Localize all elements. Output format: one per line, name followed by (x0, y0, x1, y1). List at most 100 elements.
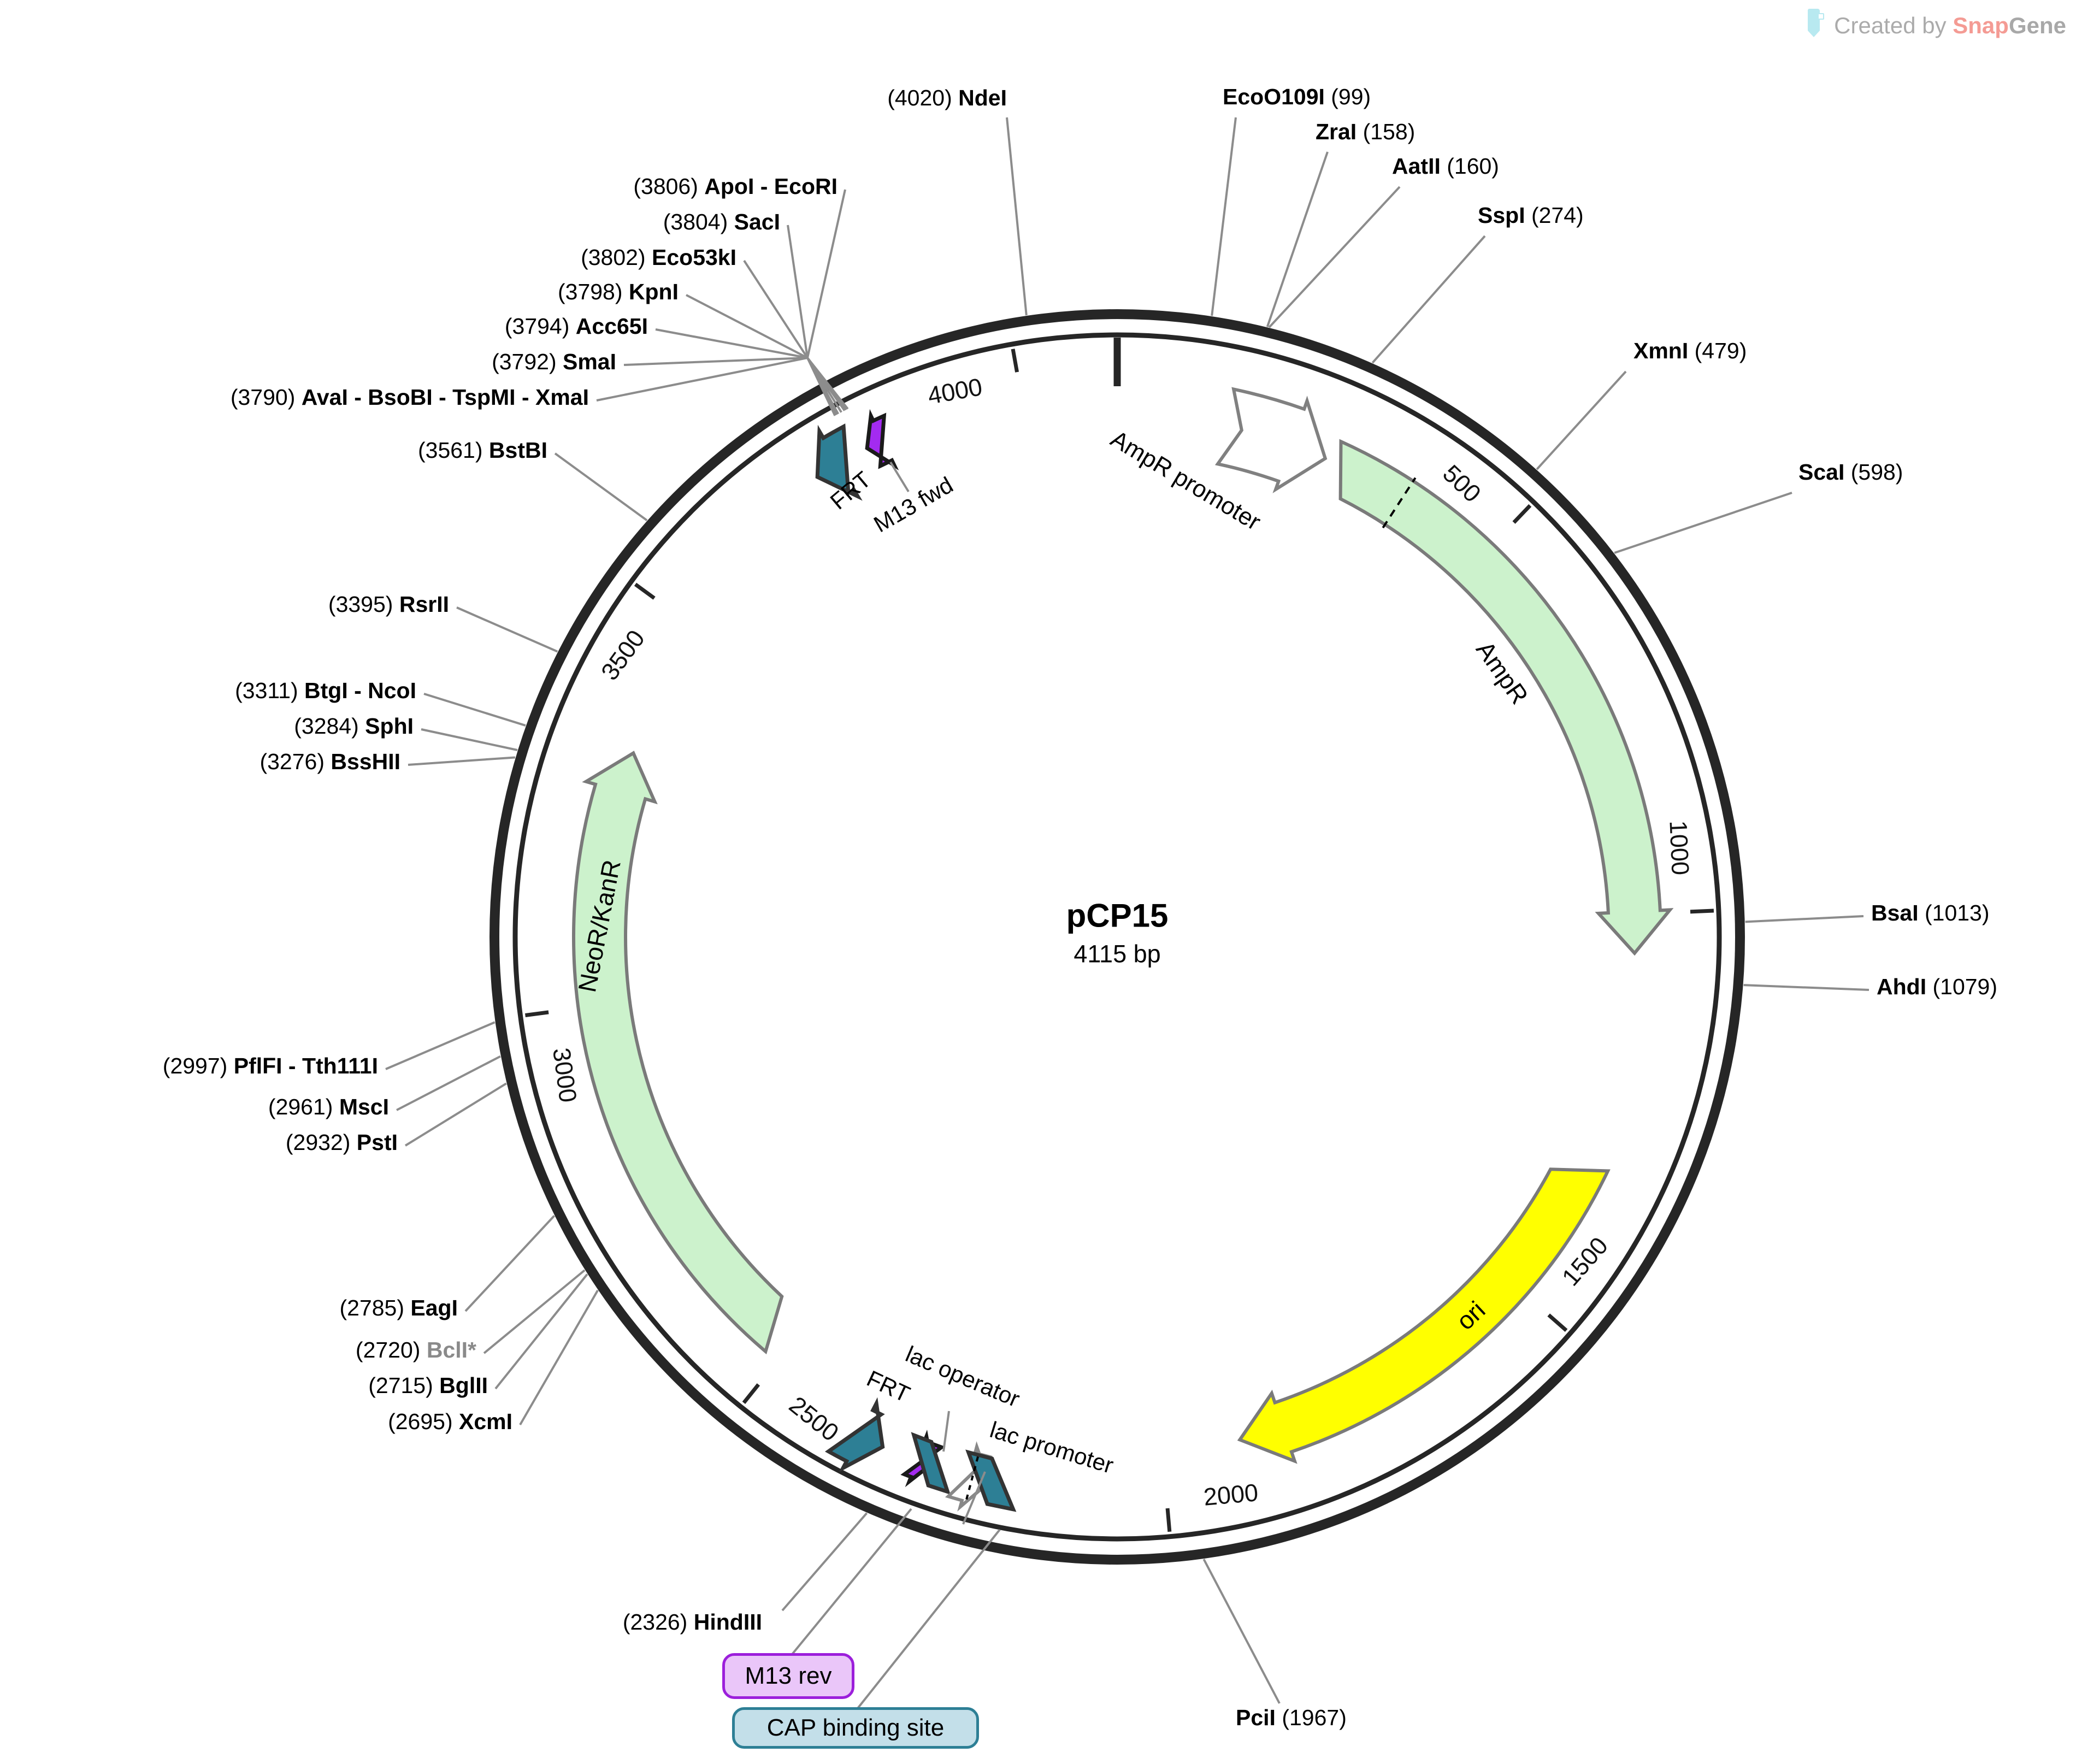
tick-label-3000: 3000 (547, 1046, 582, 1104)
m13-rev-badge: M13 rev (722, 1653, 854, 1699)
site-label-smai: (3792) SmaI (492, 351, 616, 373)
site-position: (3806) (633, 174, 705, 199)
site-position: (1079) (1926, 974, 1998, 999)
site-label-sspi: SspI (274) (1478, 204, 1584, 227)
site-name: AatII (1392, 154, 1441, 179)
feature-m13-fwd (865, 409, 899, 471)
leader-cross-3806 (806, 357, 849, 410)
site-position: (1013) (1918, 900, 1990, 925)
site-name: HindIII (693, 1609, 762, 1635)
feature-ampr-promoter (1214, 387, 1328, 493)
site-label-bcli-: (2720) BclI* (356, 1339, 476, 1361)
tick-label-1000: 1000 (1664, 819, 1695, 876)
site-name: SacI (734, 209, 780, 234)
site-label-eagi: (2785) EagI (339, 1297, 458, 1319)
m13-rev-badge-leader (791, 1508, 912, 1655)
leader-2785 (464, 1215, 555, 1312)
site-position: (1967) (1275, 1705, 1347, 1730)
site-name: BglII (439, 1373, 488, 1398)
plasmid-backbone-inner-ring (512, 332, 1722, 1542)
leader-158 (1266, 151, 1329, 327)
tick-2500 (742, 1383, 760, 1405)
site-position: (3804) (663, 209, 734, 234)
site-name: SmaI (563, 349, 616, 374)
site-position: (3792) (492, 349, 563, 374)
site-label-psti: (2932) PstI (286, 1131, 398, 1154)
leader-2326 (781, 1512, 868, 1612)
site-name: PciI (1236, 1705, 1276, 1730)
snapgene-logo-icon (1806, 8, 1826, 44)
site-label-aatii: AatII (160) (1392, 155, 1499, 178)
site-label-hindiii: (2326) HindIII (623, 1611, 762, 1633)
tick-3000 (525, 1010, 549, 1017)
leader-3561 (554, 452, 648, 522)
site-position: (4020) (887, 85, 959, 110)
leader-4020 (1006, 117, 1028, 316)
leader-2961 (396, 1055, 501, 1111)
leader-3395 (456, 606, 558, 653)
feature-cap-binding-site (965, 1449, 1017, 1512)
site-name: Acc65I (575, 314, 648, 339)
tick-label-2000: 2000 (1202, 1478, 1260, 1511)
lac-promoter-leader (962, 1471, 986, 1525)
site-position: (274) (1525, 203, 1584, 228)
site-name: AhdI (1877, 974, 1927, 999)
site-name: MscI (339, 1094, 389, 1119)
leader-2695 (519, 1289, 599, 1426)
site-position: (2720) (355, 1337, 427, 1362)
site-position: (3794) (504, 314, 576, 339)
site-label-bstbi: (3561) BstBI (418, 439, 547, 462)
site-label-ahdi: AhdI (1079) (1877, 976, 1997, 998)
site-position: (2932) (285, 1130, 357, 1155)
site-name: XcmI (459, 1409, 512, 1434)
site-position: (479) (1688, 338, 1747, 363)
site-position: (3798) (557, 279, 629, 304)
cap-badge-leader (857, 1529, 1001, 1709)
leader-2997 (385, 1021, 496, 1070)
watermark-gene: Gene (2008, 13, 2066, 38)
leader-3790 (596, 357, 808, 402)
site-position: (2326) (622, 1609, 694, 1635)
site-label-xmni: XmnI (479) (1633, 340, 1747, 362)
site-label-kpni: (3798) KpnI (558, 281, 679, 303)
leader-3311 (423, 693, 526, 727)
leader-1013 (1745, 915, 1864, 923)
site-label-eco53ki: (3802) Eco53kI (581, 246, 736, 269)
site-name: Eco53kI (652, 245, 736, 270)
leader-479 (1536, 370, 1627, 470)
leader-3284 (421, 728, 518, 751)
leader-2932 (404, 1082, 507, 1147)
plasmid-size: 4115 bp (1074, 940, 1161, 968)
site-position: (2695) (388, 1409, 459, 1434)
leader-3804 (787, 225, 809, 358)
leader-3792 (623, 357, 808, 366)
site-position: (3790) (230, 385, 302, 410)
site-name: BtgI - NcoI (304, 678, 416, 703)
feature-lac-operator (911, 1432, 951, 1495)
leader-3276 (408, 756, 516, 766)
site-label-bglii: (2715) BglII (368, 1374, 488, 1397)
site-name: BssHII (331, 749, 400, 774)
watermark: Created by SnapGene (1806, 8, 2066, 44)
cap-binding-site-badge-label: CAP binding site (766, 1714, 945, 1741)
leader-3806 (806, 189, 846, 358)
feature-frt-top (815, 423, 863, 501)
site-name: KpnI (628, 279, 679, 304)
site-label-avai-bsobi-tspmi-xmai: (3790) AvaI - BsoBI - TspMI - XmaI (231, 386, 589, 409)
watermark-created-by: Created by (1834, 13, 1953, 38)
ampr-boundary-dash (1382, 477, 1417, 529)
tick-500 (1512, 504, 1532, 524)
site-label-msci: (2961) MscI (268, 1096, 389, 1118)
site-label-rsrii: (3395) RsrII (328, 593, 449, 616)
site-name: BclI* (426, 1337, 476, 1362)
site-position: (3276) (260, 749, 331, 774)
site-name: EagI (410, 1295, 458, 1320)
leader-160 (1268, 186, 1401, 328)
leader-3802 (743, 259, 809, 359)
site-name: BsaI (1871, 900, 1919, 925)
site-label-pcii: PciI (1967) (1236, 1707, 1347, 1729)
site-position: (99) (1324, 84, 1371, 109)
leader-99 (1211, 117, 1237, 316)
